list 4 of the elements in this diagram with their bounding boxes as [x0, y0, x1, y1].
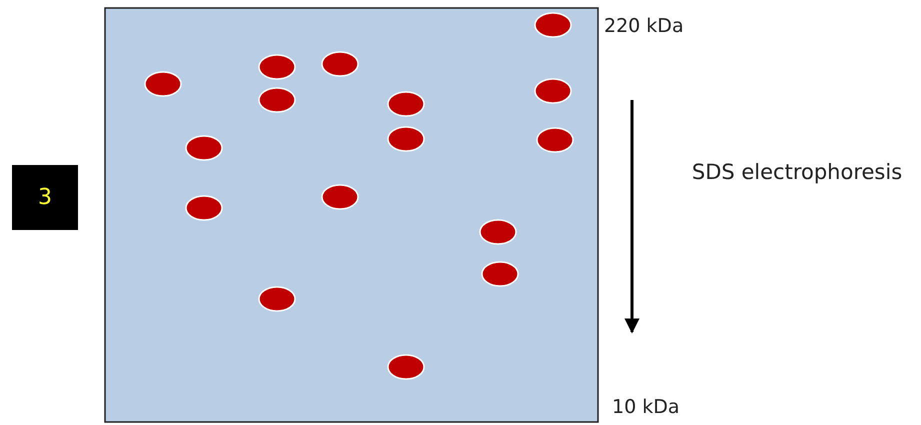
panel-number: 3	[12, 165, 78, 230]
axis-label: 10 kDa	[612, 396, 680, 418]
method-label: SDS electrophoresis	[690, 159, 904, 186]
axis-label: 220 kDa	[604, 15, 684, 37]
